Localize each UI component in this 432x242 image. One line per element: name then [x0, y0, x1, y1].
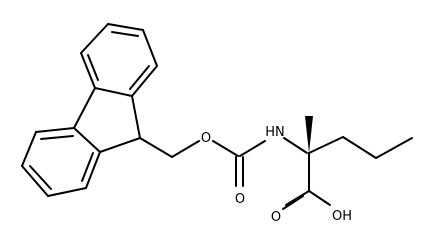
bond — [131, 95, 141, 139]
amide-nitrogen-label: HN — [265, 125, 285, 140]
bond — [73, 127, 101, 153]
acid-oxygen-label: O — [271, 210, 281, 225]
bond — [375, 137, 413, 159]
double-bond-inner — [111, 31, 139, 37]
double-bond-inner — [29, 165, 52, 190]
double-bond-inner — [129, 65, 150, 90]
bond — [239, 140, 266, 157]
bond — [99, 137, 141, 153]
propyl-chain — [308, 136, 413, 159]
bond — [308, 190, 331, 206]
double-bond-inner — [87, 54, 99, 81]
bond — [282, 195, 304, 210]
bond — [21, 165, 49, 197]
bond — [142, 29, 158, 67]
fmoc-linker — [139, 137, 200, 158]
carbamate-group — [212, 137, 308, 187]
bond — [171, 140, 200, 158]
bond — [212, 140, 239, 157]
bond — [80, 52, 96, 89]
double-bond-inner — [40, 135, 74, 140]
double-bond-inner — [81, 152, 94, 182]
bond — [73, 87, 96, 129]
bond — [131, 65, 158, 97]
bond — [47, 187, 87, 197]
bond — [285, 190, 310, 206]
ester-oxygen-label: O — [201, 131, 211, 146]
bond — [283, 137, 308, 154]
fluorene-five-ring — [73, 87, 141, 153]
methyl-wedge-bond — [305, 116, 313, 153]
bond — [107, 23, 144, 31]
bond — [85, 151, 101, 189]
bond — [80, 23, 109, 54]
fluorene-lower-ring — [21, 127, 101, 197]
carboxylic-acid — [282, 152, 331, 210]
bond — [342, 136, 377, 159]
bond — [139, 137, 173, 158]
bond — [35, 127, 75, 133]
fluorene-upper-ring — [80, 23, 158, 97]
acid-hydroxyl-label: OH — [332, 209, 352, 224]
bond — [308, 136, 344, 154]
carbonyl-oxygen-label: O — [235, 192, 245, 207]
bond — [94, 87, 133, 97]
bond — [21, 131, 37, 167]
